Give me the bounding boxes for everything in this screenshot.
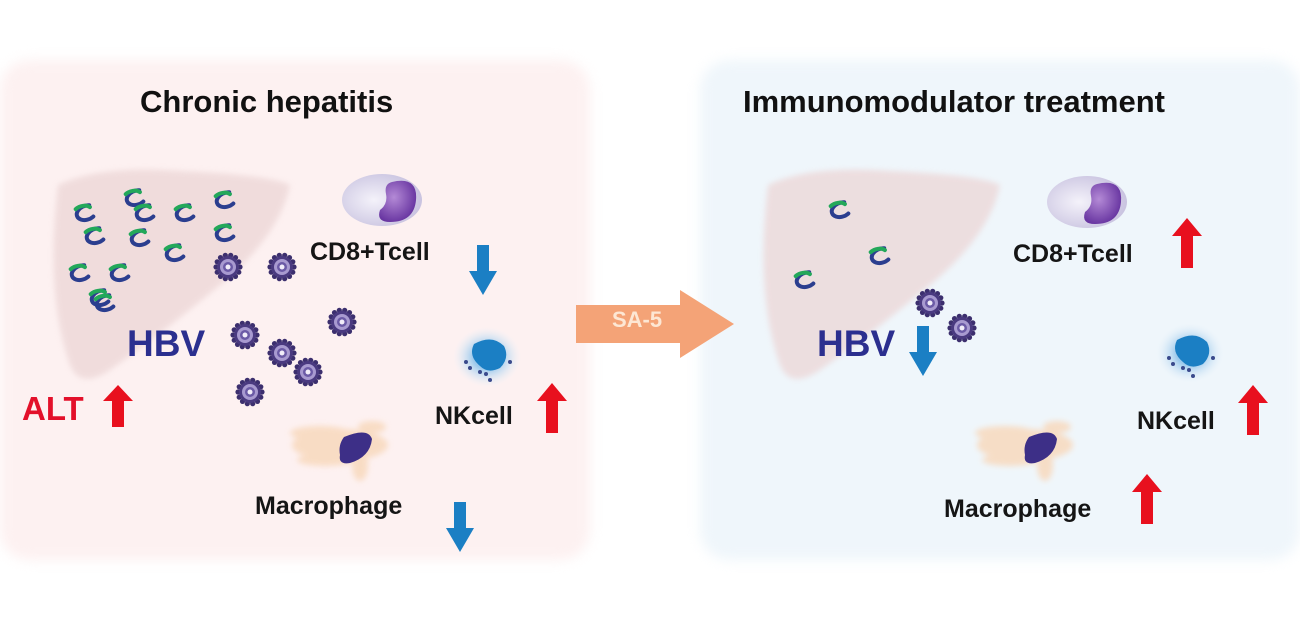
macrophage-label-left: Macrophage bbox=[255, 492, 403, 520]
right-panel-title: Immunomodulator treatment bbox=[743, 84, 1165, 119]
alt-up-arrow-icon bbox=[103, 385, 133, 427]
cccdna-icon bbox=[73, 203, 96, 223]
cd8-tcell-icon bbox=[342, 174, 422, 226]
macrophage-icon-left bbox=[290, 421, 388, 481]
cd8-tcell-label-right: CD8+Tcell bbox=[1013, 240, 1133, 268]
cd8-down-arrow-icon bbox=[469, 245, 497, 295]
cccdna-icon bbox=[173, 203, 196, 223]
liver-icon bbox=[53, 169, 291, 379]
cccdna-icon bbox=[108, 263, 131, 283]
hbv-particle-icon bbox=[915, 288, 945, 318]
cd8-tcell-label-left: CD8+Tcell bbox=[310, 238, 430, 266]
cccdna-icon bbox=[213, 223, 236, 243]
hbv-particle-icon bbox=[947, 313, 977, 343]
cccdna-icon bbox=[83, 226, 106, 246]
alt-label: ALT bbox=[22, 390, 84, 427]
cccdna-icon bbox=[868, 246, 891, 266]
cccdna-icon bbox=[123, 188, 146, 208]
macrophage-icon-right bbox=[975, 421, 1073, 481]
sa5-label: SA-5 bbox=[612, 307, 663, 332]
cccdna-icon bbox=[88, 288, 111, 308]
cccdna-icon bbox=[133, 203, 156, 223]
macrophage-up-arrow-icon-right bbox=[1132, 474, 1162, 524]
nk-up-arrow-icon-right bbox=[1238, 385, 1268, 435]
nk-cell-label-right: NKcell bbox=[1137, 407, 1215, 435]
nk-cell-label-left: NKcell bbox=[435, 402, 513, 430]
hbv-particle-icon bbox=[267, 338, 297, 368]
hbv-down-arrow-icon bbox=[909, 326, 937, 376]
nk-up-arrow-icon-left bbox=[537, 383, 567, 433]
cccdna-icon bbox=[828, 200, 851, 220]
hbv-label-right: HBV bbox=[817, 323, 896, 364]
cccdna-icon bbox=[163, 243, 186, 263]
cccdna-icon bbox=[213, 190, 236, 210]
hbv-particle-icon bbox=[267, 252, 297, 282]
cccdna-group-right bbox=[793, 200, 891, 290]
hbv-particle-icon bbox=[235, 377, 265, 407]
cccdna-group-left bbox=[68, 188, 236, 313]
cccdna-icon bbox=[128, 228, 151, 248]
nk-cell-icon-right bbox=[1156, 323, 1224, 383]
liver-icon-right bbox=[763, 169, 1000, 379]
cccdna-icon bbox=[68, 263, 91, 283]
macrophage-down-arrow-icon-left bbox=[446, 502, 474, 552]
hbv-particle-icon bbox=[230, 320, 260, 350]
nk-cell-icon-left bbox=[453, 327, 521, 387]
cd8-tcell-icon-right bbox=[1047, 176, 1127, 228]
cd8-up-arrow-icon-right bbox=[1172, 218, 1202, 268]
sa5-treatment-arrow-icon bbox=[576, 290, 734, 358]
virus-group-right bbox=[915, 288, 977, 343]
hbv-particle-icon bbox=[327, 307, 357, 337]
left-panel-title: Chronic hepatitis bbox=[140, 84, 394, 119]
hbv-particle-icon bbox=[213, 252, 243, 282]
virus-group-left bbox=[213, 252, 357, 407]
hbv-label-left: HBV bbox=[127, 323, 206, 364]
hbv-particle-icon bbox=[293, 357, 323, 387]
macrophage-label-right: Macrophage bbox=[944, 495, 1092, 523]
cccdna-icon bbox=[793, 270, 816, 290]
